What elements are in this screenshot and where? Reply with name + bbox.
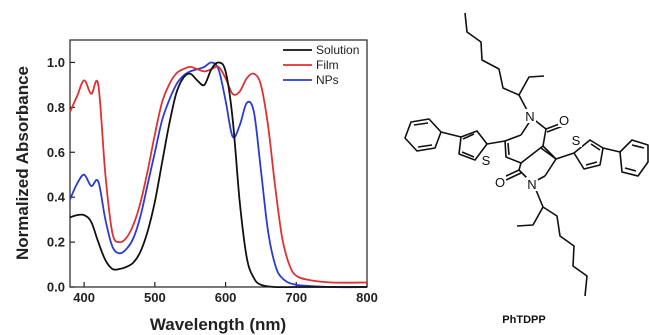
phenyl-left bbox=[404, 118, 442, 152]
atom-s-right: S bbox=[572, 133, 581, 148]
alkyl-branch-bottom bbox=[516, 206, 544, 227]
y-axis-title: Normalized Absorbance bbox=[13, 66, 32, 260]
absorbance-chart: 400 500 600 700 800 0.0 0.2 0.4 0.6 0.8 1.0 Soluti… bbox=[13, 39, 378, 334]
bond bbox=[413, 122, 429, 126]
x-tick-label: 700 bbox=[285, 290, 307, 305]
bond bbox=[520, 145, 544, 164]
x-axis-title: Wavelength (nm) bbox=[150, 315, 286, 334]
atom-s-left: S bbox=[482, 153, 491, 168]
bond bbox=[440, 131, 462, 138]
thiophene-left bbox=[458, 130, 506, 161]
plot-frame bbox=[69, 39, 368, 288]
data-curves bbox=[69, 61, 368, 289]
compound-label: PhTDPP bbox=[502, 314, 545, 326]
atom-n-bottom: N bbox=[527, 177, 536, 192]
bond bbox=[542, 145, 557, 160]
bond bbox=[624, 167, 637, 172]
x-tick-label: 500 bbox=[144, 290, 166, 305]
x-tick-label: 400 bbox=[73, 290, 95, 305]
y-tick-label: 0.6 bbox=[47, 145, 65, 160]
bond bbox=[507, 142, 510, 156]
bond bbox=[461, 151, 475, 158]
bond bbox=[462, 133, 475, 140]
atom-o-bottom: O bbox=[495, 175, 505, 190]
phtdpp-structure bbox=[404, 12, 649, 297]
legend-label-solution: Solution bbox=[316, 43, 359, 57]
axis-ticks: 400 500 600 700 800 0.0 0.2 0.4 0.6 0.8 1.0 bbox=[47, 55, 378, 305]
legend-label-film: Film bbox=[316, 58, 339, 72]
y-tick-label: 1.0 bbox=[47, 55, 65, 70]
y-tick-label: 0.8 bbox=[47, 100, 65, 115]
bond bbox=[602, 147, 621, 153]
y-tick-label: 0.0 bbox=[47, 280, 65, 295]
x-tick-label: 600 bbox=[215, 290, 237, 305]
carbonyl-bond bbox=[503, 169, 520, 178]
bond bbox=[417, 144, 433, 148]
alkyl-chain-top bbox=[464, 12, 529, 113]
legend-label-nps: NPs bbox=[316, 73, 339, 87]
bond bbox=[590, 143, 601, 151]
bond bbox=[585, 161, 598, 166]
phenyl-right bbox=[619, 139, 649, 177]
atom-labels: N N O O S S bbox=[481, 109, 582, 192]
atom-n-top: N bbox=[525, 109, 534, 124]
series-film-line bbox=[69, 65, 368, 284]
series-nps-line bbox=[69, 61, 368, 289]
y-tick-label: 0.4 bbox=[47, 190, 66, 205]
y-tick-label: 0.2 bbox=[47, 235, 65, 250]
atom-o-top: O bbox=[559, 113, 569, 128]
alkyl-branch-top bbox=[518, 75, 545, 96]
series-solution-line bbox=[69, 61, 367, 289]
bond bbox=[504, 134, 522, 164]
alkyl-chain-bottom bbox=[535, 189, 588, 297]
carbonyl-bond bbox=[505, 172, 522, 181]
bond bbox=[631, 144, 645, 149]
x-tick-label: 800 bbox=[356, 290, 378, 305]
bond bbox=[544, 158, 557, 177]
